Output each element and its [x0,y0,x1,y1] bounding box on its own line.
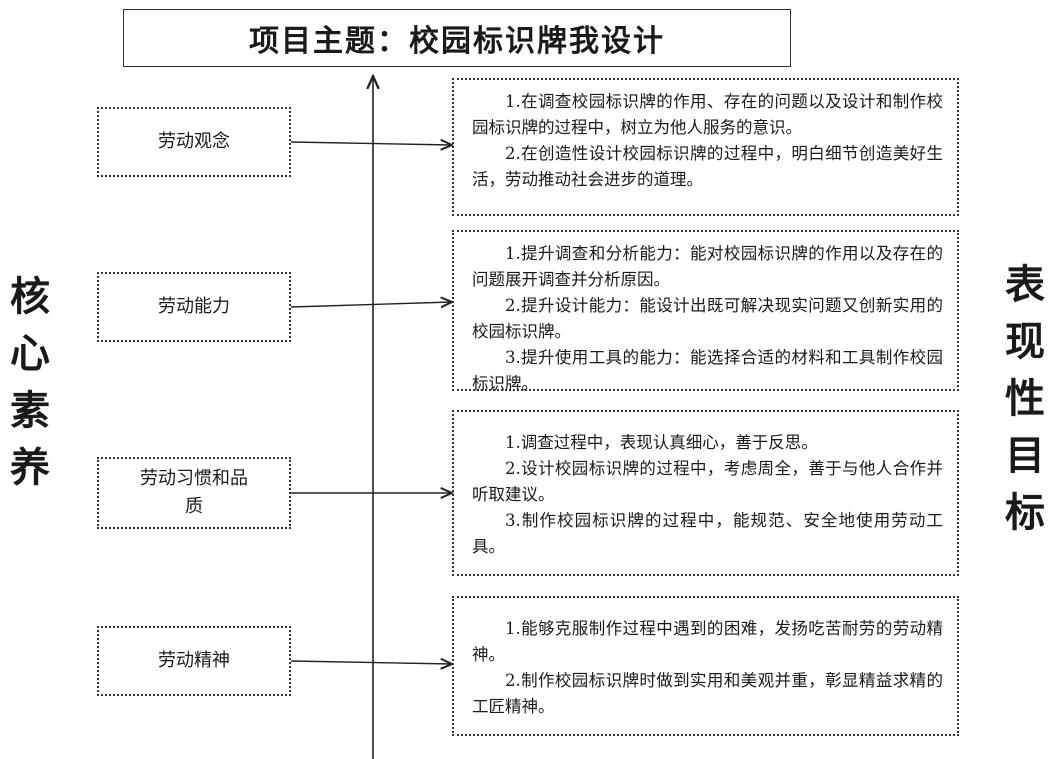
goal-text: 1.提升调查和分析能力：能对校园标识牌的作用以及存在的问题展开调查并分析原因。 [472,244,943,289]
goal-text: 1.调查过程中，表现认真细心，善于反思。 [505,433,818,452]
goal-text: 3.制作校园标识牌的过程中，能规范、安全地使用劳动工具。 [472,511,943,556]
goal-box-labor-spirit: 1.能够克服制作过程中遇到的困难，发扬吃苦耐劳的劳动精神。 2.制作校园标识牌时… [452,596,959,736]
arrow-1 [290,142,452,145]
arrow-4 [290,661,452,664]
goal-box-labor-ability: 1.提升调查和分析能力：能对校园标识牌的作用以及存在的问题展开调查并分析原因。 … [452,230,959,393]
goal-box-labor-habits: 1.调查过程中，表现认真细心，善于反思。 2.设计校园标识牌的过程中，考虑周全，… [452,410,959,576]
arrow-2 [290,302,452,307]
left-label-core-literacy: 核心素养 [10,273,50,491]
goal-box-labor-concept: 1.在调查校园标识牌的作用、存在的问题以及设计和制作校园标识牌的过程中，树立为他… [452,78,959,216]
right-label-performance-goals: 表现性目标 [1005,261,1045,536]
goal-text: 1.在调查校园标识牌的作用、存在的问题以及设计和制作校园标识牌的过程中，树立为他… [472,92,943,137]
project-title: 项目主题：校园标识牌我设计 [123,9,791,67]
goal-text: 2.设计校园标识牌的过程中，考虑周全，善于与他人合作并听取建议。 [472,459,943,504]
goal-text: 1.能够克服制作过程中遇到的困难，发扬吃苦耐劳的劳动精神。 [472,619,943,664]
category-box-labor-spirit: 劳动精神 [97,626,291,696]
category-box-labor-concept: 劳动观念 [97,107,291,177]
category-box-labor-habits: 劳动习惯和品质 [97,457,291,529]
goal-text: 2.在创造性设计校园标识牌的过程中，明白细节创造美好生活，劳动推动社会进步的道理… [472,144,943,189]
goal-text: 2.制作校园标识牌时做到实用和美观并重，彰显精益求精的工匠精神。 [472,671,943,716]
goal-text: 3.提升使用工具的能力：能选择合适的材料和工具制作校园标识牌。 [472,348,943,393]
goal-text: 2.提升设计能力：能设计出既可解决现实问题又创新实用的校园标识牌。 [472,296,943,341]
category-box-labor-ability: 劳动能力 [97,272,291,342]
